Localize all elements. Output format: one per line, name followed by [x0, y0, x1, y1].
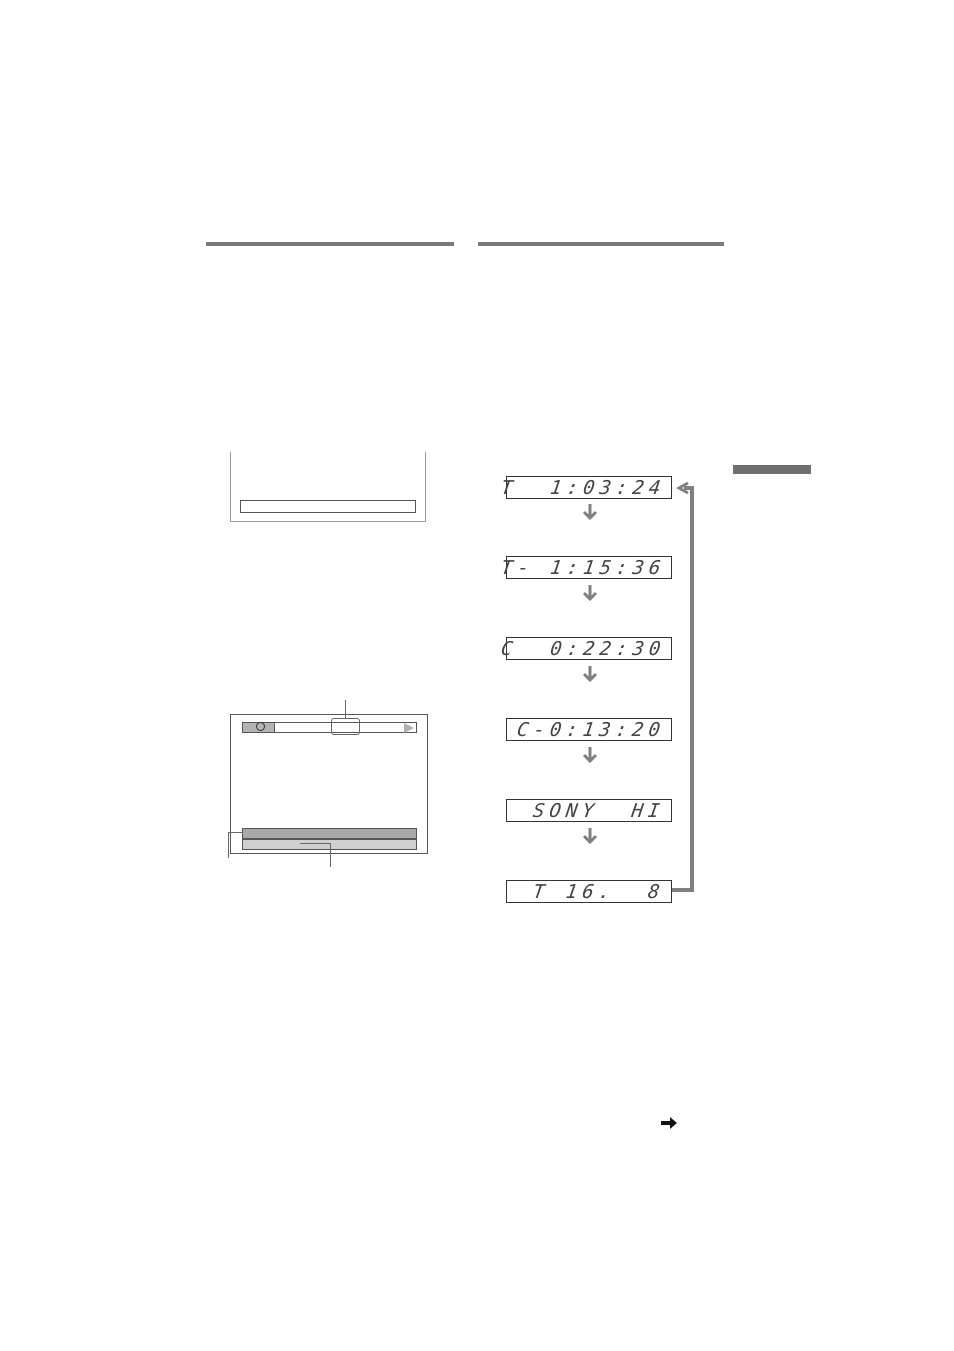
front-panel-display-2: T- 1:15:36 — [499, 556, 672, 579]
down-arrow-icon — [582, 504, 598, 521]
down-arrow-icon — [582, 747, 598, 764]
time-display-highlight — [331, 718, 360, 735]
front-panel-display-4: C-0:13:20 — [506, 718, 672, 741]
down-arrow-icon — [582, 666, 598, 683]
section-rule-left — [206, 242, 454, 246]
right-arrow-icon — [661, 1117, 677, 1129]
display-readout-4: C-0:13:20 — [515, 719, 667, 741]
tv-screen-illustration-2 — [230, 714, 428, 854]
display-readout-5: SONY HI — [532, 800, 667, 822]
disc-icon — [256, 722, 265, 731]
front-panel-display-5: SONY HI — [506, 799, 672, 822]
front-panel-display-6: T 16. 8 — [506, 880, 672, 903]
screen-text-band-1 — [242, 828, 417, 839]
leader-line-bottom-h — [300, 843, 331, 844]
leader-line-left-v — [228, 832, 229, 858]
leader-line-left-h — [228, 832, 242, 833]
display-readout-1: T 1:03:24 — [499, 477, 667, 499]
screen-text-band-2 — [242, 839, 417, 850]
leader-line-top — [345, 700, 346, 718]
tv-screen-illustration-1 — [230, 452, 426, 522]
loop-back-arrow-line — [690, 486, 694, 892]
front-panel-display-1: T 1:03:24 — [499, 476, 672, 499]
disc-icon-cell — [243, 722, 275, 732]
play-icon — [404, 723, 414, 733]
display-readout-2: T- 1:15:36 — [499, 557, 667, 579]
section-rule-right — [478, 242, 724, 246]
down-arrow-icon — [582, 585, 598, 602]
loop-back-arrow-icon — [676, 481, 689, 495]
screen-status-bar — [242, 722, 417, 733]
chapter-tab-marker — [733, 465, 811, 474]
front-panel-display-3: C 0:22:30 — [499, 637, 672, 660]
loop-back-arrow-top — [684, 486, 694, 490]
down-arrow-icon — [582, 828, 598, 845]
display-readout-6: T 16. 8 — [532, 881, 667, 903]
screen-info-bar — [240, 500, 416, 513]
loop-back-arrow-bottom — [672, 888, 694, 892]
leader-line-bottom-v — [330, 843, 331, 867]
display-readout-3: C 0:22:30 — [499, 638, 667, 660]
